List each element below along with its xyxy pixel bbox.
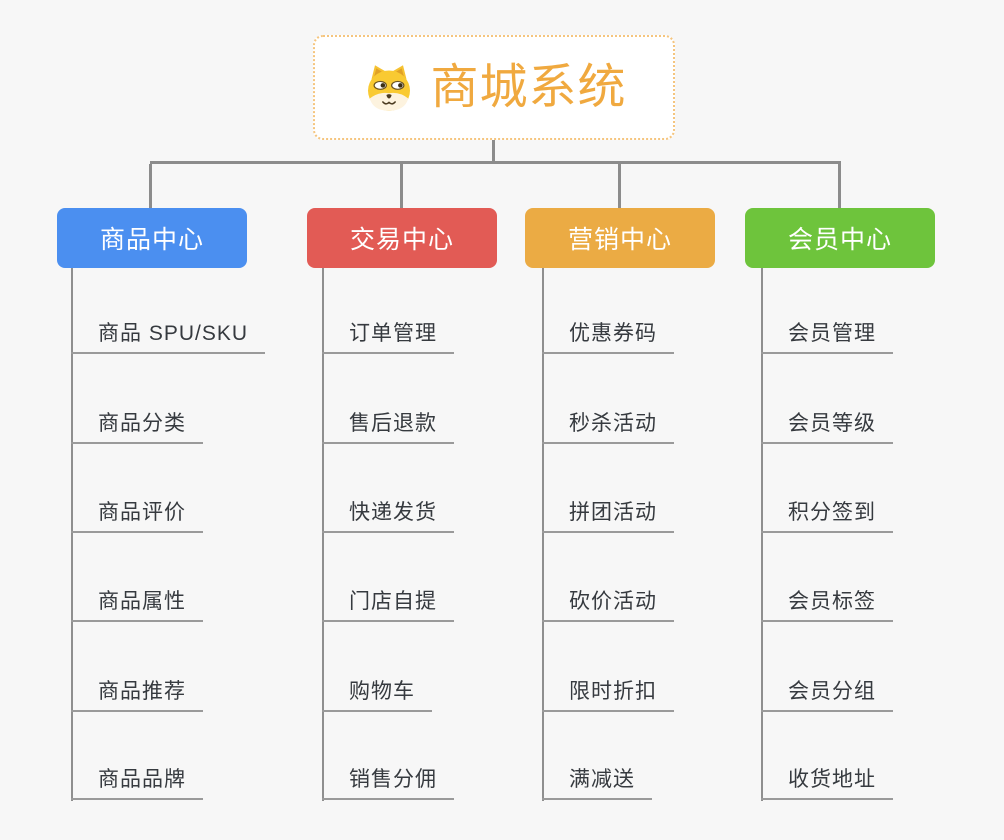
leaf-node[interactable]: 快递发货 <box>322 493 454 533</box>
leaf-node[interactable]: 会员分组 <box>761 672 893 712</box>
branch-marketing-center[interactable]: 营销中心 <box>525 208 715 268</box>
leaf-node[interactable]: 积分签到 <box>761 493 893 533</box>
leaf-node[interactable]: 会员标签 <box>761 582 893 622</box>
connector-drop <box>618 164 621 209</box>
connector-bus <box>150 161 841 164</box>
leaf-node[interactable]: 满减送 <box>542 760 652 800</box>
leaf-node[interactable]: 限时折扣 <box>542 672 674 712</box>
leaf-node[interactable]: 优惠券码 <box>542 314 674 354</box>
connector-drop <box>400 164 403 209</box>
leaf-node[interactable]: 会员等级 <box>761 404 893 444</box>
leaf-node[interactable]: 商品品牌 <box>71 760 203 800</box>
leaf-node[interactable]: 商品推荐 <box>71 672 203 712</box>
branch-product-center[interactable]: 商品中心 <box>57 208 247 268</box>
leaf-node[interactable]: 商品分类 <box>71 404 203 444</box>
dog-face-icon <box>361 60 417 116</box>
connector-drop <box>838 164 841 209</box>
connector-trunk <box>322 268 324 801</box>
connector-trunk <box>71 268 73 801</box>
connector-root-stem <box>492 140 495 164</box>
leaf-node[interactable]: 拼团活动 <box>542 493 674 533</box>
root-node[interactable]: 商城系统 <box>313 35 675 140</box>
leaf-node[interactable]: 售后退款 <box>322 404 454 444</box>
branch-member-center[interactable]: 会员中心 <box>745 208 935 268</box>
leaf-node[interactable]: 门店自提 <box>322 582 454 622</box>
branch-trade-center[interactable]: 交易中心 <box>307 208 497 268</box>
connector-trunk <box>542 268 544 801</box>
leaf-node[interactable]: 砍价活动 <box>542 582 674 622</box>
connector-drop <box>149 164 152 209</box>
root-title: 商城系统 <box>430 60 627 114</box>
leaf-node[interactable]: 收货地址 <box>761 760 893 800</box>
leaf-node[interactable]: 秒杀活动 <box>542 404 674 444</box>
leaf-node[interactable]: 订单管理 <box>322 314 454 354</box>
leaf-node[interactable]: 商品评价 <box>71 493 203 533</box>
leaf-node[interactable]: 会员管理 <box>761 314 893 354</box>
leaf-node[interactable]: 商品属性 <box>71 582 203 622</box>
leaf-node[interactable]: 商品 SPU/SKU <box>71 314 266 354</box>
connector-trunk <box>761 268 763 801</box>
leaf-node[interactable]: 购物车 <box>322 672 432 712</box>
leaf-node[interactable]: 销售分佣 <box>322 760 454 800</box>
